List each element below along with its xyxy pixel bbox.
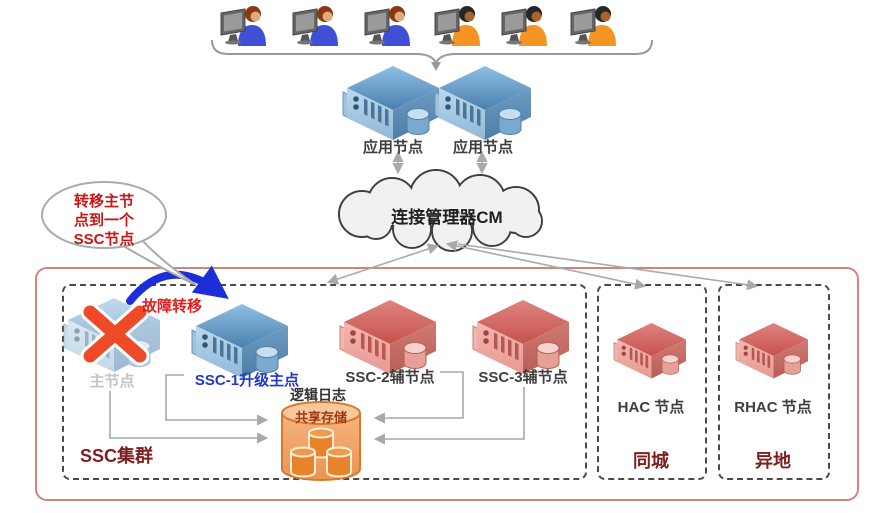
ssc3-label: SSC-3辅节点 bbox=[478, 369, 568, 386]
hac-node-label: HAC 节点 bbox=[617, 399, 685, 416]
user-icon bbox=[501, 5, 548, 47]
speech-bubble bbox=[41, 181, 197, 286]
rhac-server-icon bbox=[735, 322, 809, 379]
cloud-label: 连接管理器CM bbox=[391, 208, 503, 227]
bubble-text: 转移主节 点到一个 SSC节点 bbox=[74, 192, 135, 249]
user-icon bbox=[434, 5, 481, 47]
storage-links bbox=[109, 371, 525, 445]
cloud-fan-links bbox=[326, 240, 759, 291]
hac-server-icon bbox=[613, 322, 687, 379]
app-node-label: 应用节点 bbox=[452, 139, 514, 156]
bubble-line: 转移主节 bbox=[73, 193, 134, 210]
shared-storage-icon: 共享存储 bbox=[281, 401, 361, 481]
app-node-label: 应用节点 bbox=[362, 139, 424, 156]
ssc1-server-icon bbox=[191, 303, 289, 379]
red-x-icon bbox=[80, 302, 150, 366]
ssc2-server-icon bbox=[339, 299, 437, 375]
remote-title: 异地 bbox=[755, 451, 791, 471]
master-node-label: 主节点 bbox=[89, 373, 135, 390]
user-icon bbox=[364, 5, 411, 47]
failover-label: 故障转移 bbox=[141, 298, 203, 315]
app-server-icon bbox=[342, 65, 440, 141]
same-city-box bbox=[597, 284, 707, 480]
failover-arrow-icon bbox=[126, 265, 229, 305]
ssc-cluster-title: SSC集群 bbox=[80, 446, 154, 466]
logical-log-label: 逻辑日志 bbox=[290, 387, 346, 403]
user-icon bbox=[292, 5, 339, 47]
ssc3-server-icon bbox=[472, 299, 570, 375]
cloud-icon bbox=[338, 169, 543, 252]
remote-site-box bbox=[718, 284, 830, 480]
down-arrow-icon bbox=[431, 62, 441, 71]
bubble-line: 点到一个 bbox=[73, 212, 134, 229]
user-icon bbox=[570, 5, 617, 47]
brace-icon bbox=[211, 39, 653, 71]
rhac-node-label: RHAC 节点 bbox=[734, 399, 812, 416]
ssc2-label: SSC-2辅节点 bbox=[345, 369, 435, 386]
same-city-title: 同城 bbox=[633, 451, 669, 471]
user-icon bbox=[220, 5, 267, 47]
ssc1-label: SSC-1升级主点 bbox=[194, 372, 300, 389]
app-server-icon bbox=[434, 65, 532, 141]
user-icons-row bbox=[220, 5, 617, 47]
bubble-line: SSC节点 bbox=[73, 231, 135, 248]
shared-storage-label: 共享存储 bbox=[295, 410, 347, 425]
app-cloud-links bbox=[392, 150, 488, 175]
db-cylinders-icon bbox=[290, 427, 352, 478]
